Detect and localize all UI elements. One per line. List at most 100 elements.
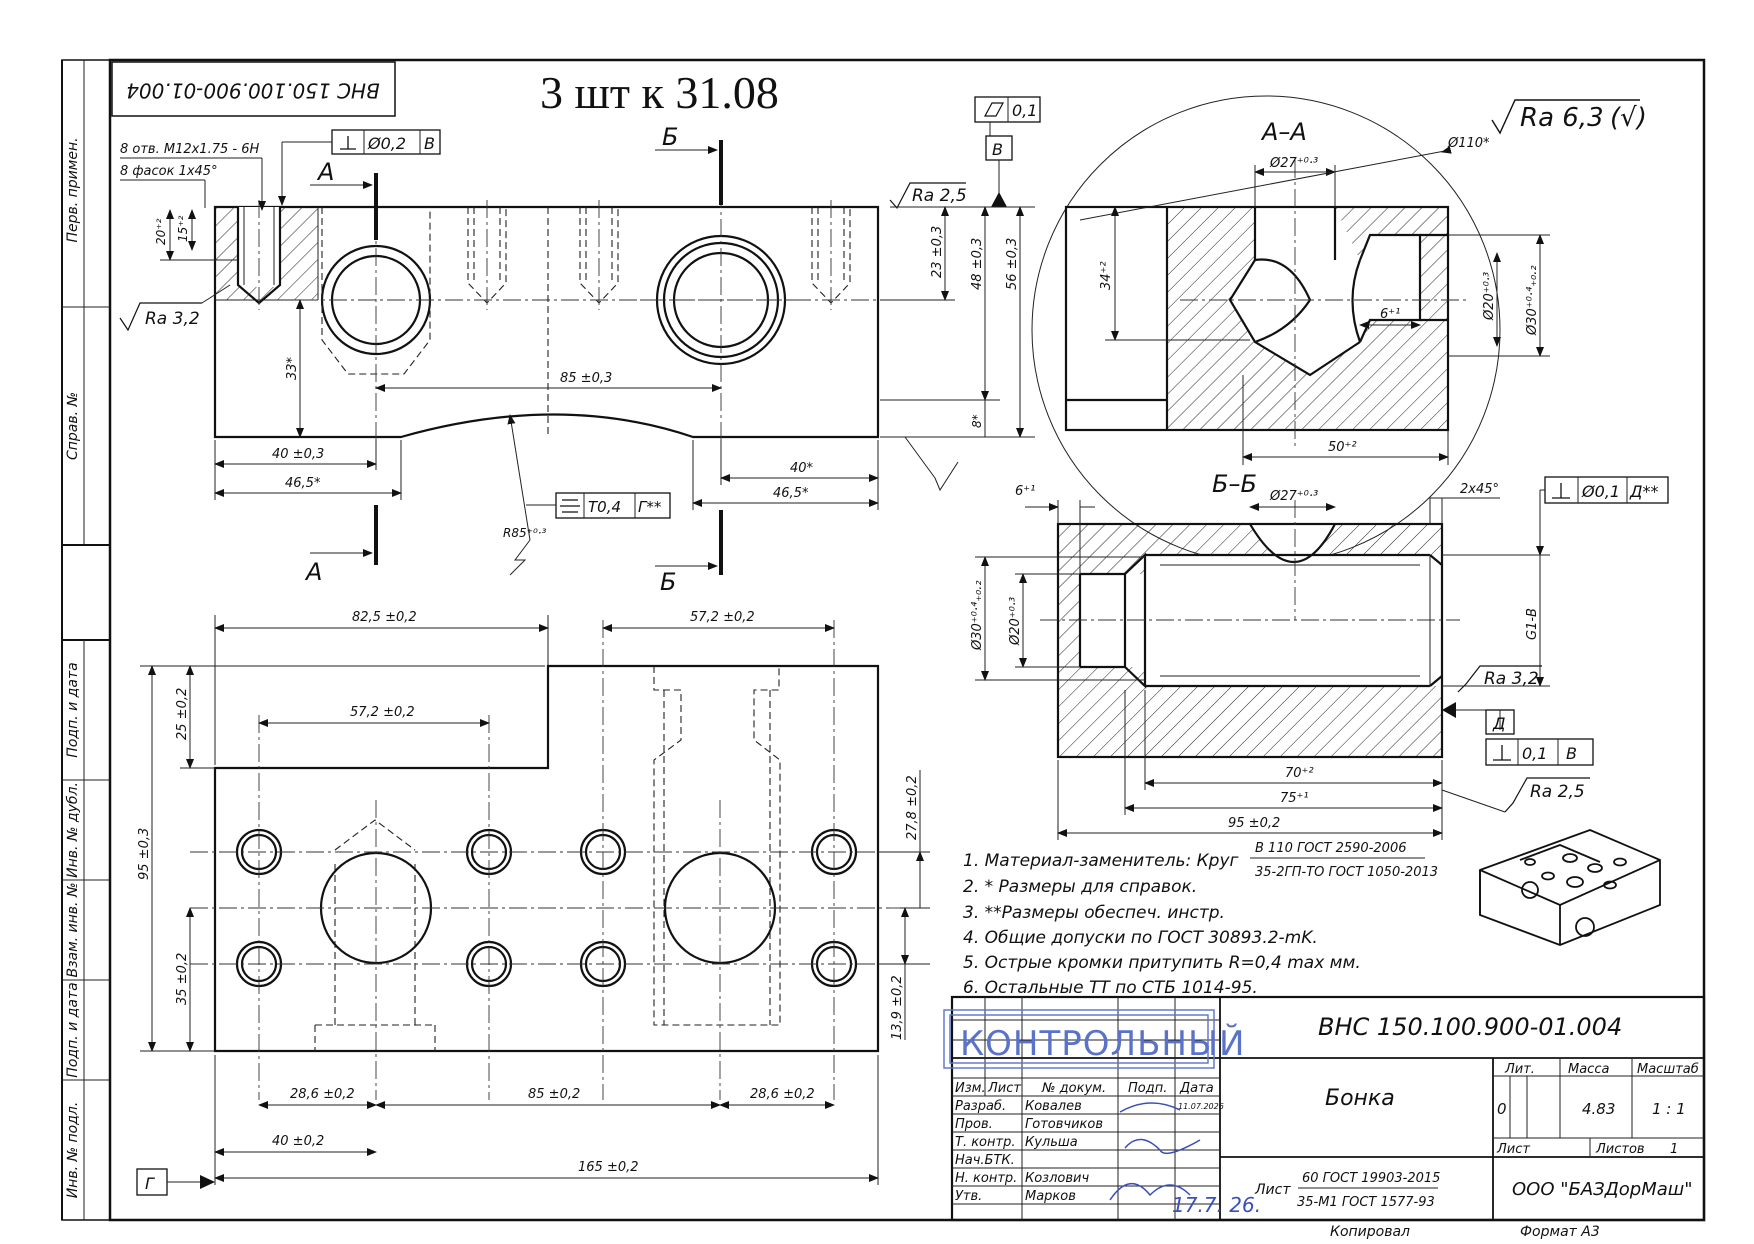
bb-tol-frame: Ø0,1 Д** xyxy=(1536,476,1669,556)
tol-frame-flat: 0,1 В xyxy=(974,96,1041,207)
top-d165: 165 ±0,2 xyxy=(578,1160,639,1175)
side-column: Перв. примен. Справ. № Подп. и дата Инв.… xyxy=(61,60,110,1220)
datum-b-label: В xyxy=(992,140,1003,159)
section-b-top: Б xyxy=(662,123,678,151)
doc-code: ВНС 150.100.900-01.004 xyxy=(1318,1013,1622,1041)
tb-format: Формат А3 xyxy=(1520,1224,1600,1240)
top-d139: 13,9 ±0,2 xyxy=(890,975,905,1040)
dim-465-right: 46,5* xyxy=(773,486,809,501)
aa-d27: Ø27⁺⁰·³ xyxy=(1269,156,1318,171)
stamp-text: КОНТРОЛЬНЫЙ xyxy=(960,1023,1245,1064)
side-label-2: Подп. и дата xyxy=(65,662,81,757)
note-2: 2. * Размеры для справок. xyxy=(963,877,1197,897)
dim-56: 56 ±0,3 xyxy=(1005,238,1020,290)
dim-40-right: 40* xyxy=(790,461,814,476)
tb-mass: 4.83 xyxy=(1582,1100,1615,1118)
datum-g-label: Г xyxy=(145,1174,155,1193)
tb-name-0: Ковалев xyxy=(1025,1099,1082,1114)
top-d286a: 28,6 ±0,2 xyxy=(290,1087,355,1102)
tb-material-label: Лист xyxy=(1254,1182,1291,1198)
tol-frame-sym: Т0,4 Г** xyxy=(526,492,671,519)
dim-r85: R85⁺⁰·³ xyxy=(503,526,547,540)
top-d572a: 57,2 ±0,2 xyxy=(690,610,755,625)
bb-d30: Ø30⁺⁰·⁴₊₀.₂ xyxy=(970,580,985,651)
side-label-4: Взам. инв. № xyxy=(65,882,81,977)
section-bb: Б–Б 6⁺¹ Ø27⁺⁰·³ 2x45° xyxy=(970,470,1669,840)
isometric-view xyxy=(1479,829,1661,946)
tb-header-1: Лист xyxy=(987,1081,1021,1096)
notes: 1. Материал-заменитель: Круг В 110 ГОСТ … xyxy=(963,841,1438,998)
bb-tol2-datum: В xyxy=(1566,744,1577,763)
tol-perp-datum: В xyxy=(424,134,435,153)
bb-d70: 70⁺² xyxy=(1285,766,1314,781)
tb-header-0: Изм. xyxy=(955,1081,986,1096)
bb-thread: G1-B xyxy=(1525,608,1540,640)
roughness-bb-right: Ra 3,2 xyxy=(1484,669,1539,689)
hidden-holes xyxy=(467,200,851,310)
top-d278: 27,8 ±0,2 xyxy=(905,775,920,840)
dim-8: 8* xyxy=(970,414,984,428)
section-aa-title: А–А xyxy=(1260,118,1307,146)
tb-date: 11.07.2026 xyxy=(1178,1102,1224,1111)
side-label-0: Перв. примен. xyxy=(65,137,81,242)
tb-sheet-label: Лист xyxy=(1496,1142,1530,1157)
front-body xyxy=(213,205,880,439)
top-d572b: 57,2 ±0,2 xyxy=(350,705,415,720)
bb-tol: Ø0,1 xyxy=(1581,482,1620,501)
dim-20: 20⁺² xyxy=(154,218,168,245)
bb-tol-datum: Д** xyxy=(1629,482,1659,501)
inner-frame xyxy=(108,58,1706,1222)
aa-d6: 6⁺¹ xyxy=(1380,307,1400,322)
tb-scale-label: Масштаб xyxy=(1637,1062,1699,1077)
handwritten-note: 3 шт к 31.08 xyxy=(540,67,779,118)
section-a-bottom: А xyxy=(304,558,322,586)
tb-name-1: Готовчиков xyxy=(1025,1117,1103,1132)
tb-sheets-label: Листов xyxy=(1595,1142,1645,1157)
roughness-general-suffix: (√) xyxy=(1610,103,1647,133)
datum-d-label: Д xyxy=(1492,714,1506,733)
tb-lit-label: Лит. xyxy=(1504,1062,1535,1077)
tb-name-2: Кульша xyxy=(1025,1135,1078,1150)
dim-40: 40 ±0,3 xyxy=(272,447,324,462)
dim-33: 33* xyxy=(285,356,300,380)
tb-sheets: 1 xyxy=(1670,1142,1678,1157)
tb-header-4: Дата xyxy=(1179,1081,1214,1096)
front-view: А А Б Б 8 отв. M12x1.75 - 6H 8 фасок 1x4… xyxy=(119,96,1041,596)
title-block: Изм. Лист № докум. Подп. Дата Разраб. Ко… xyxy=(950,995,1706,1240)
tol-frame-perp: Ø0,2 В xyxy=(278,129,441,206)
sheet-frame: Перв. примен. Справ. № Подп. и дата Инв.… xyxy=(61,58,1706,1222)
thread-note: 8 отв. M12x1.75 - 6H xyxy=(120,142,259,157)
bb-d75: 75⁺¹ xyxy=(1280,791,1309,806)
section-a-top: А xyxy=(316,158,334,186)
tb-role-5: Утв. xyxy=(955,1189,982,1204)
roughness-left: Ra 3,2 xyxy=(145,309,200,329)
bb-d95: 95 ±0,2 xyxy=(1228,816,1280,831)
tb-name-4: Козлович xyxy=(1025,1171,1089,1186)
side-label-5: Подп. и дата xyxy=(65,982,81,1077)
chamfer-note: 8 фасок 1x45° xyxy=(120,164,218,179)
tb-material-bottom: 35-М1 ГОСТ 1577-93 xyxy=(1297,1195,1435,1210)
bb-d27: Ø27⁺⁰·³ xyxy=(1269,489,1318,504)
signature-scribbles xyxy=(1109,1102,1201,1201)
aa-d110: Ø110* xyxy=(1447,136,1490,151)
tb-role-2: Т. контр. xyxy=(955,1135,1015,1150)
section-b-bottom: Б xyxy=(660,568,676,596)
aa-d20: Ø20⁺⁰·³ xyxy=(1482,272,1497,321)
note-4: 4. Общие допуски по ГОСТ 30893.2-mK. xyxy=(963,928,1318,948)
side-label-1: Справ. № xyxy=(65,392,81,460)
tb-name-5: Марков xyxy=(1025,1189,1076,1204)
tb-company: ООО "БАЗДорМаш" xyxy=(1512,1179,1693,1200)
aa-d34: 34⁺² xyxy=(1099,261,1114,290)
top-d25: 25 ±0,2 xyxy=(175,688,190,740)
tb-role-0: Разраб. xyxy=(955,1099,1006,1114)
top-body xyxy=(213,664,880,1053)
top-d40: 40 ±0,2 xyxy=(272,1134,324,1149)
tb-material-top: 60 ГОСТ 19903-2015 xyxy=(1302,1171,1440,1186)
top-d35: 35 ±0,2 xyxy=(175,953,190,1005)
dim-48: 48 ±0,3 xyxy=(970,238,985,290)
aa-d30: Ø30⁺⁰·⁴₊₀.₂ xyxy=(1525,265,1540,336)
material-bottom: 35-2ГП-ТО ГОСТ 1050-2013 xyxy=(1255,865,1438,880)
top-d286b: 28,6 ±0,2 xyxy=(750,1087,815,1102)
roughness-bb-bottom: Ra 2,5 xyxy=(1530,782,1585,802)
